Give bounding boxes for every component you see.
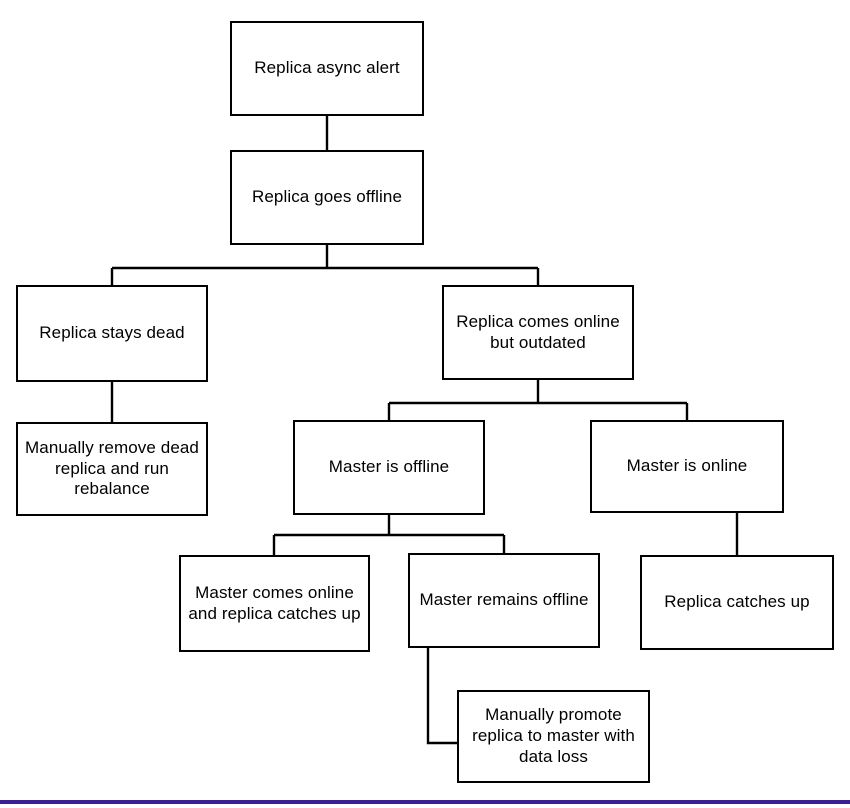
node-replica-async-alert[interactable]: Replica async alert (230, 21, 424, 116)
edge-masterremains-to-manualpromote (426, 648, 457, 745)
node-master-comes-online-and-replica-catches-up[interactable]: Master comes online and replica catches … (179, 555, 370, 652)
node-manually-remove-dead-replica[interactable]: Manually remove dead replica and run reb… (16, 422, 208, 516)
bottom-accent-rule (0, 800, 850, 804)
node-label: Master comes online and replica catches … (188, 582, 361, 623)
node-master-is-offline[interactable]: Master is offline (293, 420, 485, 515)
node-replica-catches-up[interactable]: Replica catches up (640, 555, 834, 650)
node-label: Master is online (626, 456, 748, 476)
node-replica-goes-offline[interactable]: Replica goes offline (230, 150, 424, 245)
node-master-is-online[interactable]: Master is online (590, 420, 784, 513)
node-label: Replica async alert (254, 58, 400, 78)
node-manually-promote-replica[interactable]: Manually promote replica to master with … (457, 690, 650, 783)
node-label: Replica comes online but outdated (456, 311, 620, 352)
node-label: Master is offline (328, 457, 450, 477)
node-label: Manually promote replica to master with … (472, 705, 635, 766)
node-label: Replica catches up (664, 592, 810, 612)
node-label: Replica stays dead (39, 323, 185, 343)
node-master-remains-offline[interactable]: Master remains offline (408, 553, 600, 648)
node-replica-comes-online-but-outdated[interactable]: Replica comes online but outdated (442, 285, 634, 380)
node-label: Master remains offline (419, 590, 589, 610)
node-replica-stays-dead[interactable]: Replica stays dead (16, 285, 208, 382)
node-label: Manually remove dead replica and run reb… (25, 437, 199, 499)
node-label: Replica goes offline (251, 187, 403, 207)
